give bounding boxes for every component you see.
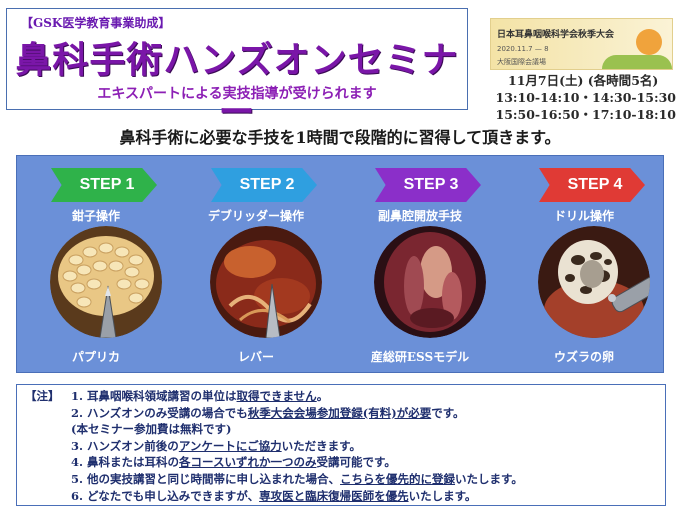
step-3-badge: STEP 3 [375,168,481,202]
note-2-text: ハンズオンのみ受講の場合でも [87,405,248,420]
note-6: 6. どなたでも申し込みできますが、専攻医と臨床復帰医師を優先いたします。 [25,488,657,505]
note-1-number: 1. [71,389,84,403]
note-3: 3. ハンズオン前後のアンケートにご協力いただきます。 [25,438,657,455]
note-5-number: 5. [71,471,84,486]
steps-panel: STEP 1 鉗子操作 パプリカ [16,155,664,373]
title-box: 【GSK医学教育事業助成】 鼻科手術ハンズオンセミナー エキスパートによる実技指… [6,8,468,133]
step-1-name: 鉗子操作 [71,209,120,223]
step-1: STEP 1 鉗子操作 パプリカ [21,156,171,374]
note-4-number: 4. [71,455,84,470]
note-4-text: 鼻科または耳科の [87,455,180,470]
step-3-label: STEP 3 [403,176,459,193]
hills-icon [602,55,672,69]
step-3-photo [374,226,486,338]
note-5: 5. 他の実技講習と同じ時間帯に申し込まれた場合、こちらを優先的に登録いたします… [25,471,657,488]
step-4-caption: ウズラの卵 [553,350,614,364]
note-6-tail: いたします。 [408,488,477,503]
note-2-emphasis: 秋季大会会場参加登録(有料)が必要 [247,405,432,420]
note-2-tail: です。 [431,405,465,420]
step-4-photo [538,226,650,338]
schedule-slots-1: 13:10-14:10・14:30-15:30 [495,90,677,105]
page-title: 鼻科手術ハンズオンセミナー [15,39,459,133]
note-1-emphasis: 取得できません [236,389,317,403]
step-4: STEP 4 ドリル操作 ウズラの卵 [509,156,659,374]
step-1-label: STEP 1 [79,176,135,193]
step-3-caption: 産総研ESSモデル [370,350,470,364]
note-3-tail: いただきます。 [281,438,361,453]
sponsor-label: 【GSK医学教育事業助成】 [21,16,171,30]
note-4: 4. 鼻科または耳科の各コースいずれか一つのみ受講可能です。 [25,454,657,471]
schedule: 11月7日(土) (各時間5名) 13:10-14:10・14:30-15:30… [494,72,677,123]
step-2-name: デブリッダー操作 [207,209,304,223]
sun-icon [636,29,662,55]
schedule-date: 11月7日(土) (各時間5名) [508,73,659,88]
note-6-text: どなたでも申し込みできますが、 [87,488,260,503]
intro-text: 鼻科手術に必要な手技を1時間で段階的に習得して頂きます。 [119,128,561,147]
event-banner-venue: 大阪国際会議場 [497,58,546,66]
step-4-label: STEP 4 [567,176,623,193]
note-2: 2. ハンズオンのみ受講の場合でも秋季大会会場参加登録(有料)が必要です。 [25,405,657,422]
event-banner-date: 2020.11.7 — 8 [497,45,549,53]
step-2-label: STEP 2 [239,176,295,193]
step-2-badge: STEP 2 [211,168,317,202]
note-4-tail: 受講可能です。 [316,455,396,470]
note-5-tail: いたします。 [455,471,523,486]
step-2-caption: レバー [237,350,274,364]
note-6-number: 6. [71,488,84,503]
event-banner-name: 日本耳鼻咽喉科学会秋季大会 [497,30,615,40]
note-4-emphasis: 各コースいずれか一つのみ [179,455,317,470]
note-6-emphasis: 専攻医と臨床復帰医師を優先 [259,488,409,503]
note-2-sub: (本セミナー参加費は無料です) [25,421,657,438]
note-3-number: 3. [71,438,84,453]
note-2-subtext: (本セミナー参加費は無料です) [71,422,232,437]
step-1-caption: パプリカ [71,350,120,364]
page-subtitle: エキスパートによる実技指導が受けられます [97,86,377,102]
note-1-text: 耳鼻咽喉科領域講習の単位は [87,389,237,403]
schedule-slots-2: 15:50-16:50・17:10-18:10 [495,107,677,122]
notes-box: 【注】 1. 耳鼻咽喉科領域講習の単位は取得できません。 2. ハンズオンのみ受講… [16,384,666,506]
step-4-name: ドリル操作 [553,209,614,223]
notes-head: 【注】 [25,389,60,403]
step-1-badge: STEP 1 [51,168,157,202]
step-4-badge: STEP 4 [539,168,645,202]
step-2: STEP 2 デブリッダー操作 レバー [181,156,331,374]
note-2-number: 2. [71,405,84,420]
step-3: STEP 3 副鼻腔開放手技 産総研ESSモデル [345,156,495,374]
note-5-emphasis: こちらを優先的に登録 [340,471,456,486]
note-1: 【注】 1. 耳鼻咽喉科領域講習の単位は取得できません。 [25,388,657,405]
note-1-tail: 。 [316,389,329,403]
step-2-photo [210,226,322,338]
step-1-photo [50,226,162,338]
note-3-emphasis: アンケートにご協力 [178,438,282,453]
note-3-text: ハンズオン前後の [87,438,179,453]
step-3-name: 副鼻腔開放手技 [377,209,462,223]
note-5-text: 他の実技講習と同じ時間帯に申し込まれた場合、 [87,471,341,486]
event-banner: 日本耳鼻咽喉科学会秋季大会 2020.11.7 — 8 大阪国際会議場 [490,18,673,70]
